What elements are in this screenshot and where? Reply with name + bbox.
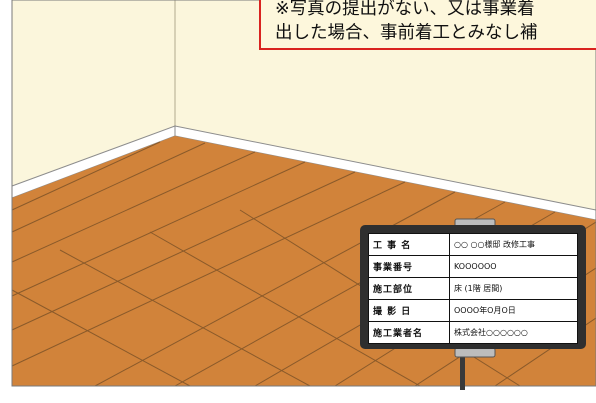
label-photo-date: 撮 影 日: [368, 299, 450, 322]
label-construction-name: 工 事 名: [368, 233, 450, 256]
value-construction-name: ○○ ○○様邸 改修工事: [449, 233, 578, 256]
notice-line-1: ※写真の提出がない、又は事業着: [275, 0, 535, 19]
table-row: 撮 影 日 OOOO年O月O日: [368, 299, 578, 322]
value-photo-date: OOOO年O月O日: [449, 299, 578, 322]
signboard-table: 工 事 名 ○○ ○○様邸 改修工事 事業番号 KOOOOOO 施工部位 床 (…: [368, 233, 578, 344]
label-work-location: 施工部位: [368, 277, 450, 300]
table-row: 事業番号 KOOOOOO: [368, 255, 578, 278]
table-row: 施工業者名 株式会社○○○○○○: [368, 321, 578, 344]
table-row: 施工部位 床 (1階 居間): [368, 277, 578, 300]
notice-box: ※写真の提出がない、又は事業着 出した場合、事前着工とみなし補: [259, 0, 596, 50]
back-baseboard: [174, 125, 596, 221]
label-contractor: 施工業者名: [368, 321, 450, 344]
value-work-location: 床 (1階 居間): [449, 277, 578, 300]
frame-border: [11, 0, 596, 387]
table-row: 工 事 名 ○○ ○○様邸 改修工事: [368, 233, 578, 256]
label-project-number: 事業番号: [368, 255, 450, 278]
construction-signboard: 工 事 名 ○○ ○○様邸 改修工事 事業番号 KOOOOOO 施工部位 床 (…: [360, 225, 586, 349]
back-wall: [175, 0, 596, 210]
sign-stand-pole: [460, 348, 465, 390]
value-contractor: 株式会社○○○○○○: [449, 321, 578, 344]
sign-bottom-clip: [454, 347, 496, 358]
left-wall: [12, 0, 175, 186]
notice-line-2: 出した場合、事前着工とみなし補: [275, 23, 538, 43]
value-project-number: KOOOOOO: [449, 255, 578, 278]
